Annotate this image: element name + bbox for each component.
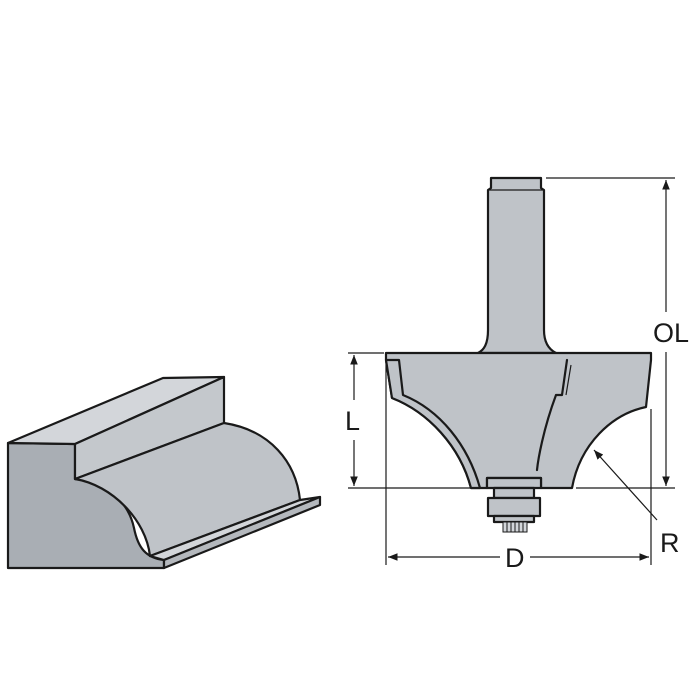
label-l: L (345, 406, 360, 436)
molding-step-front (162, 495, 322, 570)
bit-right-carbide (535, 358, 569, 472)
dimension-lines (348, 177, 675, 565)
label-d: D (505, 543, 525, 573)
label-r: R (660, 528, 680, 558)
bit-shank (476, 176, 558, 355)
label-ol: OL (653, 318, 689, 348)
bit-left-carbide (384, 358, 482, 490)
bit-cutter-body (384, 351, 653, 490)
r-leader-arrow (593, 449, 658, 521)
molding-profile (6, 375, 322, 570)
router-bit (384, 176, 653, 533)
bit-bearing (485, 476, 543, 533)
